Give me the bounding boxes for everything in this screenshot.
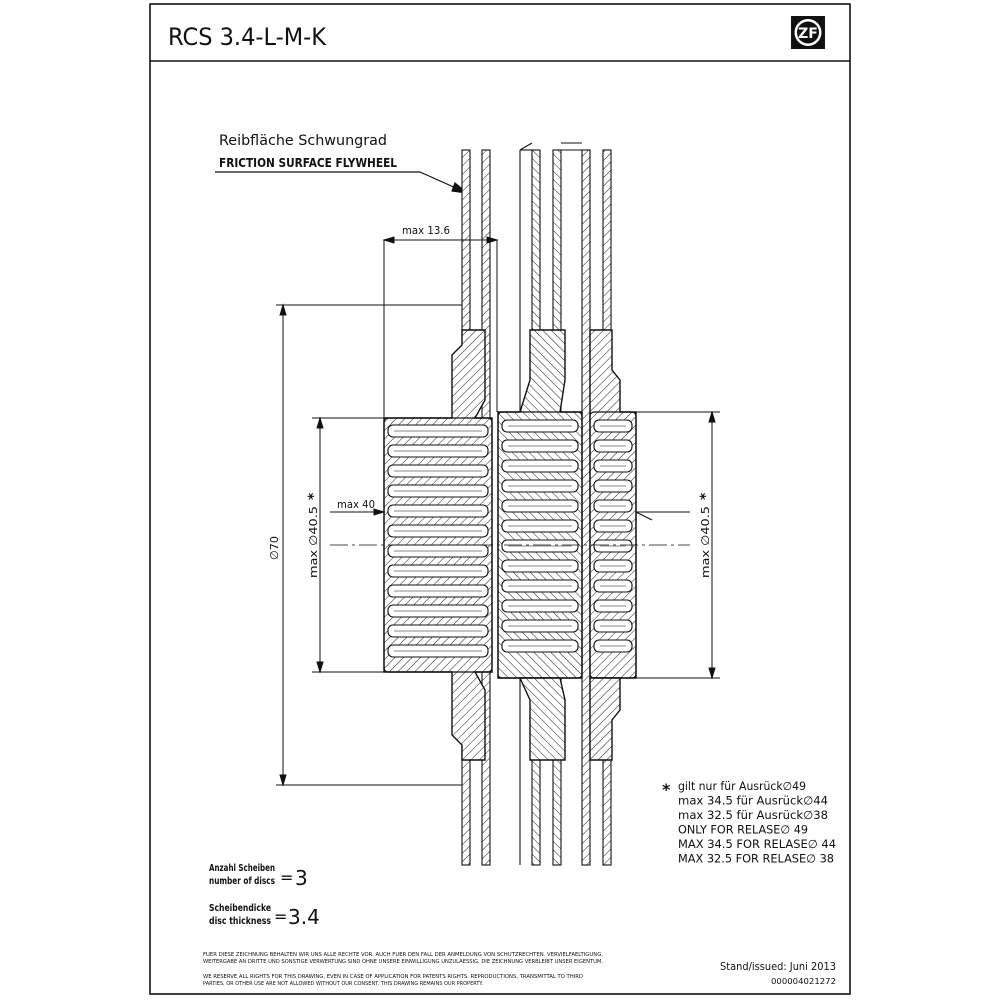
note-line: max 34.5 für Ausrück∅44 (678, 794, 828, 808)
discs-value: 3 (295, 866, 308, 890)
dim-inner-right (635, 410, 720, 680)
dim-dia-70-text: ∅70 (268, 536, 281, 560)
spline-teeth (387, 419, 633, 658)
legal-line-4: PARTIES, OR OTHER USE ARE NOT ALLOWED WI… (203, 981, 483, 987)
doc-number: 000004021272 (771, 977, 836, 986)
svg-text:ZF: ZF (798, 26, 818, 42)
dim-max-13-6 (382, 236, 499, 418)
note-line: ONLY FOR RELASE∅ 49 (678, 823, 808, 837)
dim-inner-right-text: max ∅40.5 (699, 506, 712, 578)
legal-line-1: FUER DIESE ZEICHNUNG BEHALTEN WIR UNS AL… (203, 952, 603, 958)
thickness-label-de: Scheibendicke (209, 903, 271, 914)
notes-star: * (662, 780, 671, 799)
legal-line-3: WE RESERVE ALL RIGHTS FOR THIS DRAWING, … (203, 974, 583, 980)
dim-inner-left-text: max ∅40.5 (307, 506, 320, 578)
dim-inner-left (312, 416, 384, 674)
drawing-frame (149, 3, 851, 995)
discs-block: Anzahl Scheiben number of discs = 3 (209, 863, 308, 890)
dim-max-40-text: max 40 (337, 498, 375, 511)
dim-inner-left-star: * (306, 492, 322, 500)
note-line: max 32.5 für Ausrück∅38 (678, 808, 828, 822)
stand-issued: Stand/issued: Juni 2013 (720, 960, 836, 973)
thickness-label-en: disc thickness (209, 916, 271, 927)
thickness-equals: = (274, 907, 287, 926)
discs-equals: = (280, 868, 293, 887)
note-line: MAX 32.5 FOR RELASE∅ 38 (678, 852, 834, 866)
note-line: gilt nur für Ausrück∅49 (678, 779, 806, 793)
friction-label-en: FRICTION SURFACE FLYWHEEL (219, 156, 397, 170)
dim-max-40 (330, 508, 386, 516)
legal-line-2: WEITERGABE AN DRITTE UND SONSTIGE VERWER… (203, 959, 603, 965)
friction-label-de: Reibfläche Schwungrad (219, 133, 387, 149)
friction-leader (215, 171, 469, 194)
dim-max-13-6-text: max 13.6 (402, 224, 450, 237)
discs-label-de: Anzahl Scheiben (209, 863, 275, 874)
drawing-title: RCS 3.4-L-M-K (168, 23, 327, 51)
legal-block: FUER DIESE ZEICHNUNG BEHALTEN WIR UNS AL… (203, 952, 603, 987)
thickness-block: Scheibendicke disc thickness = 3.4 (209, 903, 320, 929)
note-line: MAX 34.5 FOR RELASE∅ 44 (678, 837, 836, 851)
thickness-value: 3.4 (288, 905, 320, 929)
dim-dia-70 (276, 303, 462, 787)
dim-inner-right-star: * (698, 492, 714, 500)
discs-label-en: number of discs (209, 876, 275, 887)
zf-logo: ZF (791, 16, 825, 49)
